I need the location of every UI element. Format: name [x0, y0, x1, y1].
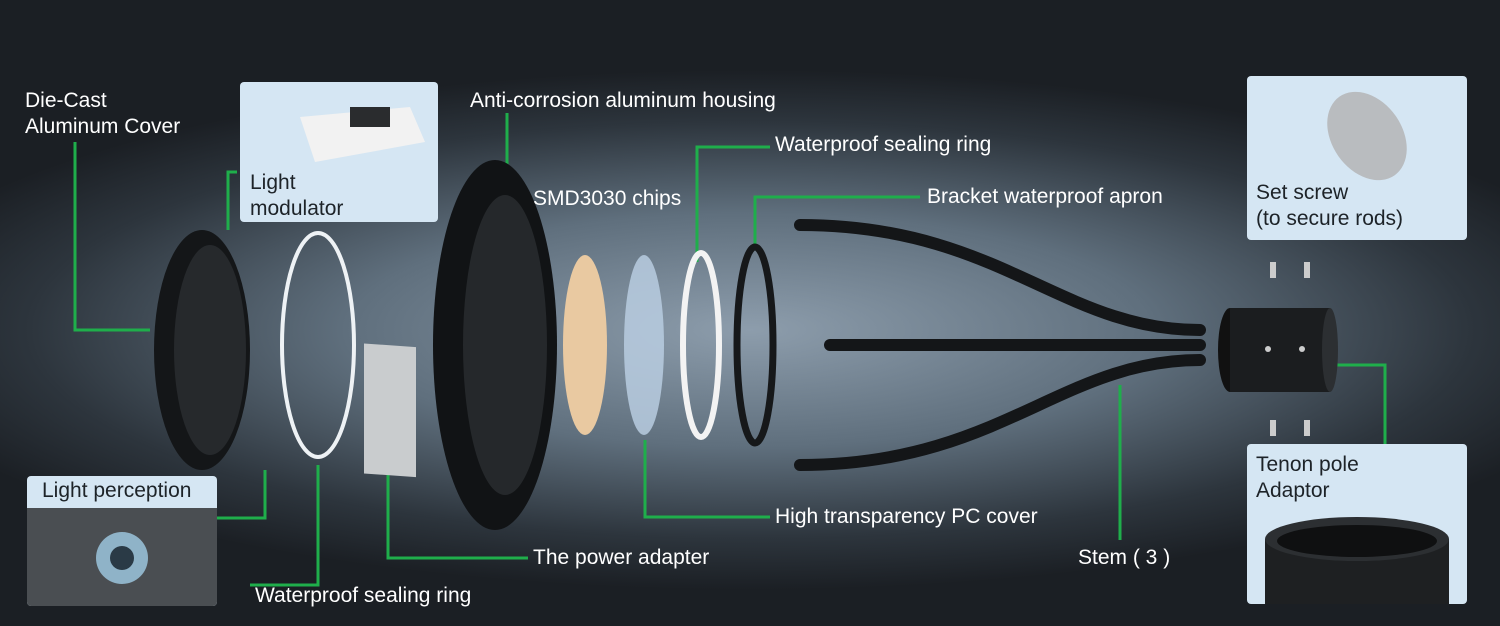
- label-line: Set screw: [1256, 181, 1349, 204]
- label-light-perception: Light perception: [42, 479, 192, 502]
- label-line: Aluminum Cover: [25, 115, 181, 138]
- label-pc-cover: High transparency PC cover: [775, 505, 1038, 528]
- stem-part: [794, 219, 1206, 471]
- label-sealing-ring-top: Waterproof sealing ring: [775, 133, 992, 156]
- callout-light-perception: Light perception: [27, 476, 217, 606]
- label-chips: SMD3030 chips: [533, 187, 682, 210]
- tenon-part: [1230, 308, 1330, 392]
- label-sealing-ring-bottom: Waterproof sealing ring: [255, 584, 472, 607]
- callout-tenon: Tenon pole Adaptor: [1247, 444, 1467, 604]
- leader-lines: [73, 113, 1387, 587]
- label-die-cast-cover: Die-Cast Aluminum Cover: [25, 88, 180, 140]
- label-line: Light: [250, 171, 296, 194]
- power-adapter-part: [364, 343, 416, 478]
- label-stem: Stem ( 3 ): [1078, 546, 1171, 569]
- label-line: (to secure rods): [1256, 207, 1404, 230]
- sealing-ring-top-part: [680, 250, 722, 440]
- label-line: Tenon pole: [1256, 453, 1359, 476]
- label-set-screw: Set screw (to secure rods): [1256, 180, 1403, 232]
- label-housing: Anti-corrosion aluminum housing: [470, 89, 776, 112]
- apron-part: [733, 243, 777, 447]
- label-tenon: Tenon pole Adaptor: [1256, 452, 1359, 504]
- chips-part: [563, 255, 607, 435]
- callout-set-screw: Set screw (to secure rods): [1247, 76, 1467, 240]
- label-light-modulator: Light modulator: [250, 170, 343, 222]
- label-line: Adaptor: [1256, 479, 1330, 502]
- label-bracket-apron: Bracket waterproof apron: [927, 185, 1163, 208]
- sealing-ring-part: [280, 231, 356, 459]
- pc-cover-part: [624, 255, 664, 435]
- label-line: modulator: [250, 197, 344, 220]
- callout-light-modulator: Light modulator: [240, 82, 438, 222]
- label-line: Die-Cast: [25, 89, 107, 112]
- label-power-adapter: The power adapter: [533, 546, 710, 569]
